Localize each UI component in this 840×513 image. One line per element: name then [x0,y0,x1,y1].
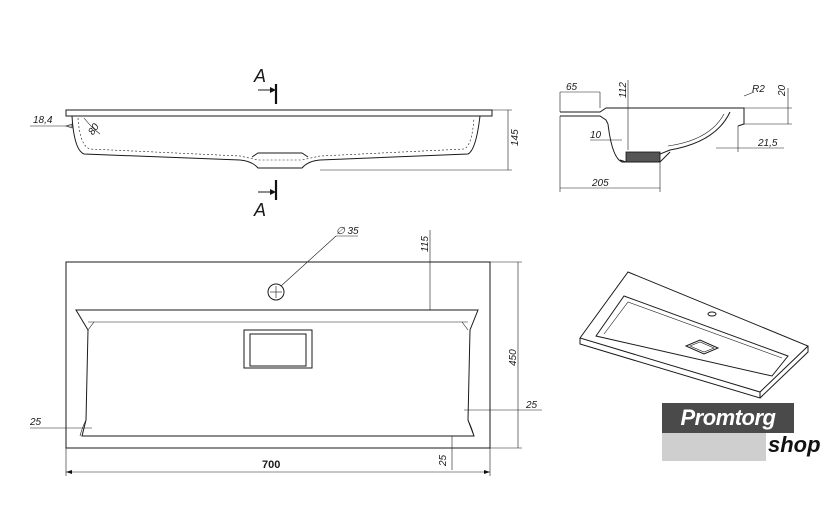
dim-label-450: 450 [508,349,519,366]
dim-label-20: 20 [777,84,788,97]
dim-label-115: 115 [420,236,431,252]
dim-label-112: 112 [618,82,629,98]
plan-view: ∅ 35 115 450 25 25 25 700 [29,226,542,476]
logo-underlay [662,433,766,461]
dim-label-65: 65 [566,82,578,93]
dim-label-r2: R2 [752,84,765,95]
dim-label-145: 145 [510,129,521,146]
dim-label-10: 10 [590,130,602,141]
logo-suffix: shop [768,432,821,457]
dim-label-18-4: 18,4 [33,115,53,126]
front-section-view: 18,4 80 145 A A [30,66,521,220]
dim-label-25-left: 25 [29,417,42,428]
section-mark-bottom: A [253,200,266,220]
side-section-view: 65 112 R2 20 10 21,5 205 [559,80,792,192]
dim-label-hole: ∅ 35 [336,226,359,237]
dim-label-25-bottom: 25 [438,454,449,467]
dim-label-25-right: 25 [525,400,538,411]
section-mark-top: A [253,66,266,86]
logo-brand: Promtorg [662,403,794,433]
dim-label-700: 700 [262,459,280,471]
dim-label-21-5: 21,5 [757,138,778,149]
isometric-view [579,271,809,399]
dim-label-205: 205 [591,178,609,189]
